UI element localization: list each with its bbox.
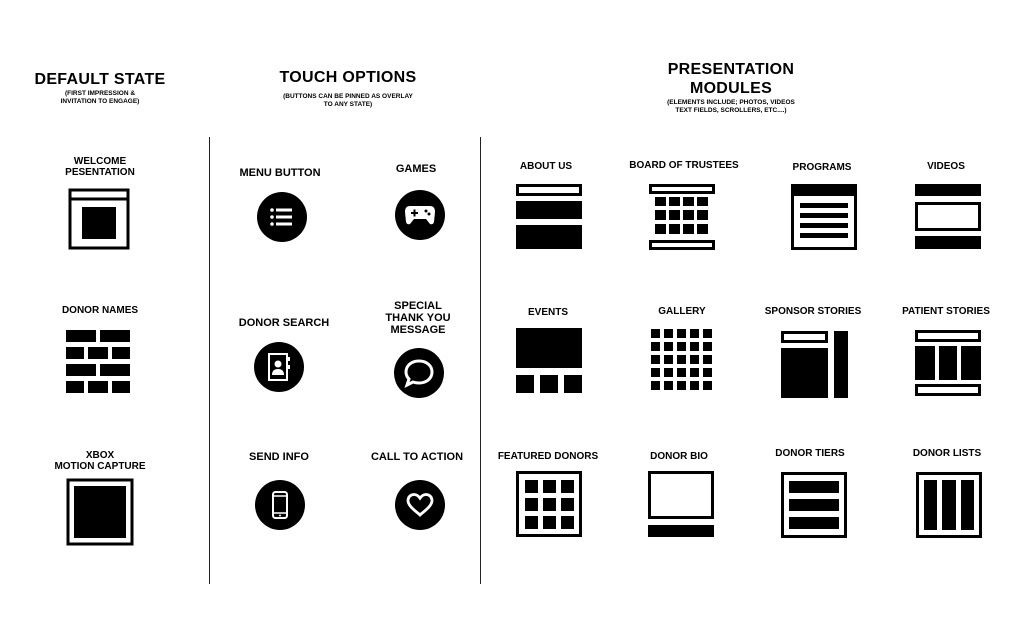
module-about-us-label: ABOUT US	[519, 161, 573, 172]
donor-lists-layout-icon	[916, 472, 982, 538]
label-line: PESENTATION	[65, 167, 135, 178]
gallery-tile	[677, 342, 686, 351]
label-line: SPECIAL	[394, 300, 442, 312]
gallery-tile	[677, 381, 686, 390]
patient-stories-layout-icon	[915, 330, 981, 396]
gallery-tile	[690, 342, 699, 351]
label-line: MOTION CAPTURE	[54, 461, 146, 472]
gallery-tile	[664, 342, 673, 351]
module-gallery-label: GALLERY	[658, 306, 706, 317]
donor-search-label: DONOR SEARCH	[238, 317, 330, 329]
gallery-tile	[677, 329, 686, 338]
donor-tiers-layout-icon	[781, 472, 847, 538]
gallery-tile	[651, 329, 660, 338]
gallery-tile	[664, 329, 673, 338]
subtitle-line: INVITATION TO ENGAGE)	[60, 98, 140, 105]
module-donor-tiers-label: DONOR TIERS	[775, 448, 845, 459]
events-layout-icon	[516, 328, 582, 393]
menu-list-icon	[270, 208, 292, 226]
gallery-tile	[690, 355, 699, 364]
programs-layout-icon	[791, 184, 857, 250]
title-line: PRESENTATION	[667, 61, 795, 78]
module-sponsor-stories-label: SPONSOR STORIES	[764, 306, 862, 317]
contact-book-icon	[268, 353, 290, 381]
board-grid-layout-icon	[649, 184, 715, 250]
gallery-tile	[703, 329, 712, 338]
subtitle-line: (FIRST IMPRESSION &	[64, 90, 136, 97]
module-board-of-trustees-label: BOARD OF TRUSTEES	[629, 160, 739, 171]
menu-button-label: MENU BUTTON	[239, 167, 321, 179]
gallery-tile	[703, 355, 712, 364]
module-donor-lists-label: DONOR LISTS	[912, 448, 982, 459]
gallery-grid-icon	[651, 329, 712, 390]
touch-options-subtitle: (BUTTONS CAN BE PINNED AS OVERLAY TO ANY…	[248, 93, 448, 109]
brick-wall-icon	[66, 330, 130, 393]
gallery-tile	[664, 381, 673, 390]
smartphone-icon	[272, 491, 288, 519]
welcome-presentation-icon	[68, 188, 130, 250]
gallery-tile	[690, 329, 699, 338]
gallery-tile	[677, 355, 686, 364]
gallery-tile	[664, 355, 673, 364]
motion-capture-icon	[66, 478, 134, 546]
gallery-tile	[703, 368, 712, 377]
donor-search-button[interactable]	[254, 342, 304, 392]
module-donor-bio-label: DONOR BIO	[650, 451, 708, 462]
motion-capture-label: XBOX MOTION CAPTURE	[40, 450, 160, 472]
gallery-tile	[690, 381, 699, 390]
presentation-modules-subtitle: (ELEMENTS INCLUDE; PHOTOS, VIDEOS TEXT F…	[630, 99, 832, 115]
label-line: XBOX	[85, 450, 115, 461]
donor-names-label: DONOR NAMES	[61, 305, 139, 316]
sponsor-stories-layout-icon	[781, 331, 848, 398]
subtitle-line: TO ANY STATE)	[323, 101, 373, 108]
about-us-layout-icon	[516, 184, 582, 249]
touch-options-title: TOUCH OPTIONS	[279, 69, 417, 86]
gallery-tile	[703, 381, 712, 390]
menu-button[interactable]	[257, 192, 307, 242]
gallery-tile	[651, 368, 660, 377]
subtitle-line: TEXT FIELDS, SCROLLERS, ETC....)	[675, 107, 787, 114]
gallery-tile	[703, 342, 712, 351]
welcome-presentation-label: WELCOME PESENTATION	[40, 156, 160, 178]
label-line: THANK YOU	[385, 312, 451, 324]
gallery-tile	[677, 368, 686, 377]
call-to-action-label: CALL TO ACTION	[370, 451, 464, 463]
module-patient-stories-label: PATIENT STORIES	[902, 306, 990, 317]
subtitle-line: (ELEMENTS INCLUDE; PHOTOS, VIDEOS	[667, 99, 795, 106]
label-line: WELCOME	[73, 156, 127, 167]
default-state-subtitle: (FIRST IMPRESSION & INVITATION TO ENGAGE…	[20, 90, 180, 106]
module-programs-label: PROGRAMS	[792, 162, 852, 173]
subtitle-line: (BUTTONS CAN BE PINNED AS OVERLAY	[283, 93, 413, 100]
featured-donors-grid-icon	[516, 471, 582, 537]
heart-icon	[406, 493, 434, 517]
module-events-label: EVENTS	[527, 307, 568, 318]
gallery-tile	[651, 381, 660, 390]
donor-bio-layout-icon	[648, 471, 714, 537]
presentation-modules-title: PRESENTATION MODULES	[640, 60, 822, 98]
videos-layout-icon	[915, 184, 981, 249]
gamepad-icon	[405, 206, 435, 225]
send-info-button[interactable]	[255, 480, 305, 530]
gallery-tile	[651, 355, 660, 364]
module-videos-label: VIDEOS	[927, 161, 965, 172]
send-info-label: SEND INFO	[249, 451, 309, 463]
thank-you-message-label: SPECIAL THANK YOU MESSAGE	[368, 300, 468, 336]
thank-you-message-button[interactable]	[394, 348, 444, 398]
call-to-action-button[interactable]	[395, 480, 445, 530]
title-line: MODULES	[689, 80, 773, 97]
gallery-tile	[690, 368, 699, 377]
label-line: MESSAGE	[390, 324, 446, 336]
column-divider	[480, 137, 481, 584]
column-divider	[209, 137, 210, 584]
default-state-title: DEFAULT STATE	[34, 71, 166, 88]
module-featured-donors-label: FEATURED DONORS	[497, 451, 599, 462]
gallery-tile	[664, 368, 673, 377]
gallery-tile	[651, 342, 660, 351]
games-label: GAMES	[395, 163, 437, 175]
games-button[interactable]	[395, 190, 445, 240]
speech-bubble-icon	[404, 359, 434, 388]
